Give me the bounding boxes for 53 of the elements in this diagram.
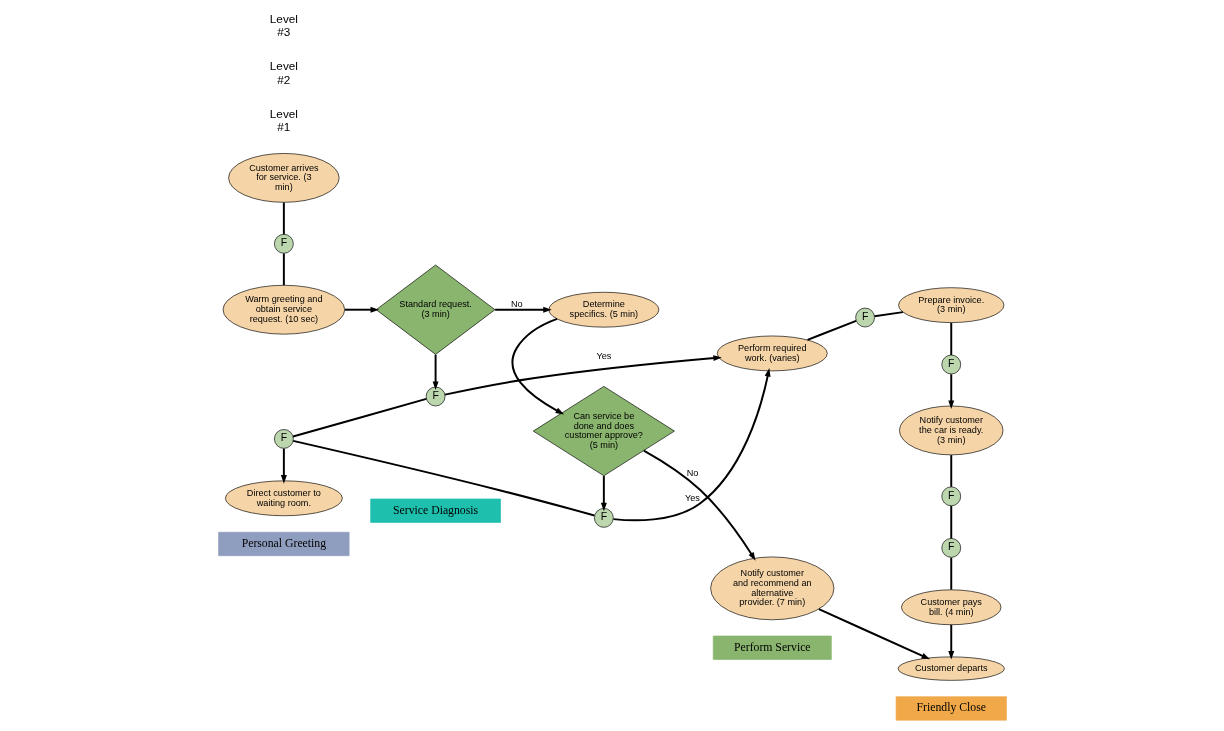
connector [291,397,427,438]
edge-label: Yes [595,351,611,362]
edge-label: Yes [684,493,700,504]
node-circle: F [425,386,445,407]
label: Level #3 [269,11,298,38]
node-circle: F [940,486,961,507]
connector [806,319,857,341]
node-circle: F [593,508,614,528]
node-box: Friendly Close [895,696,1007,721]
arrow [432,353,439,390]
node-ellipse: Determine specifics. (5 min) [548,291,659,328]
arrow [817,608,930,660]
node-box: Perform Service [712,635,832,660]
connector [949,556,952,591]
arrow [443,355,722,396]
arrow [343,306,379,313]
connector [949,504,952,540]
edge-label: No [686,467,698,478]
arrow [642,449,756,561]
arrow [493,306,552,313]
arrow [947,373,954,409]
edge-label: No [510,299,523,310]
connector [949,454,952,488]
arrow [280,447,287,484]
node-ellipse: Customer departs [897,656,1005,681]
node-ellipse: Notify customer the car is ready. (3 min) [898,405,1003,456]
connector [282,201,285,236]
node-circle: F [940,538,961,558]
arrow [611,368,771,522]
node-circle: F [854,307,875,328]
connector [282,252,285,287]
node-ellipse: Warm greeting and obtain service request. (10 sec) [222,284,345,335]
node-box: Service Diagnosis [369,498,501,523]
arrow [600,475,607,512]
label: Level #2 [269,59,298,86]
node-circle: F [273,234,294,254]
arrow [947,623,954,660]
node-ellipse: Perform required work. (varies) [716,335,828,372]
arrow [511,317,564,415]
node-diamond: Standard request. (3 min) [375,264,495,355]
node-diamond: Can service be done and does customer approve? (5 min) [532,386,675,477]
node-ellipse: Customer pays bill. (4 min) [900,589,1001,626]
node-box: Personal Greeting [217,531,349,557]
label: Level #1 [269,107,298,134]
node-circle: F [273,429,294,449]
connector [291,439,595,517]
connector [949,321,952,356]
node-ellipse: Customer arrives for service. (3 min) [227,153,339,203]
node-circle: F [940,354,961,375]
connector [873,311,904,318]
node-ellipse: Notify customer and recommend an alternative provider. (7 min) [709,556,834,621]
node-ellipse: Prepare invoice. (3 min) [897,287,1004,323]
node-ellipse: Direct customer to waiting room. [224,480,343,517]
